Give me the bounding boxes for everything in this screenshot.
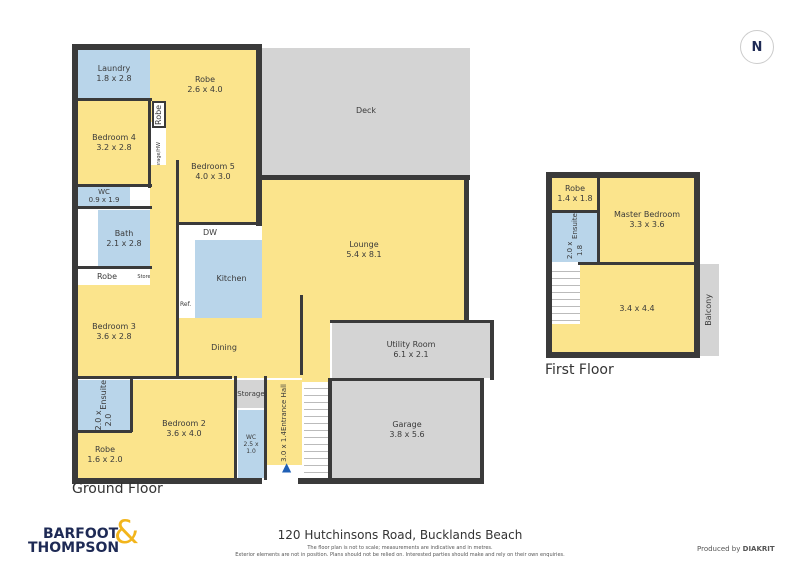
fridge-label: Ref. bbox=[180, 301, 192, 308]
wall bbox=[78, 430, 132, 433]
wall bbox=[330, 378, 484, 381]
wall bbox=[298, 478, 484, 484]
room-kitchen: Kitchen bbox=[195, 240, 268, 318]
wall bbox=[550, 210, 600, 213]
hallway bbox=[150, 165, 178, 378]
deck: Deck bbox=[262, 48, 470, 178]
wall bbox=[490, 320, 494, 380]
wall bbox=[72, 266, 152, 269]
landing bbox=[552, 324, 582, 353]
wall bbox=[578, 262, 696, 265]
wall bbox=[130, 378, 133, 432]
disclaimer: Exterior elements are not in position. P… bbox=[235, 552, 565, 558]
ground-floor-label: Ground Floor bbox=[72, 481, 163, 497]
wall bbox=[264, 376, 267, 480]
brand-logo: BARFOOT THOMPSON & bbox=[28, 513, 139, 556]
wall bbox=[464, 175, 469, 323]
dishwasher-label: DW bbox=[203, 228, 218, 237]
wall bbox=[256, 44, 262, 226]
room-bedroom-first: 3.4 x 4.4 bbox=[580, 265, 694, 353]
room-robe-small: Robe bbox=[152, 101, 166, 128]
wall bbox=[234, 376, 237, 480]
wall bbox=[72, 184, 152, 187]
entrance-arrow-icon: ▲ bbox=[282, 460, 292, 474]
wall bbox=[597, 176, 600, 264]
entry-passage bbox=[302, 320, 330, 382]
wall bbox=[72, 44, 262, 50]
room-store: Store bbox=[137, 268, 151, 285]
wall bbox=[300, 295, 303, 375]
wall bbox=[330, 320, 494, 323]
wall bbox=[480, 378, 484, 482]
wall bbox=[72, 98, 152, 101]
wall bbox=[328, 378, 332, 482]
producer-credit: Produced by DIAKRIT bbox=[697, 545, 775, 553]
wall bbox=[72, 376, 232, 379]
address-title: 120 Hutchinsons Road, Bucklands Beach bbox=[277, 528, 523, 542]
north-compass-icon: N bbox=[740, 30, 774, 64]
wall bbox=[72, 206, 152, 209]
wall bbox=[148, 98, 151, 188]
balcony: Balcony bbox=[699, 264, 719, 356]
wall bbox=[256, 175, 470, 180]
bathtub bbox=[78, 210, 98, 268]
wall bbox=[178, 222, 258, 225]
room-storage: Storage bbox=[236, 380, 266, 408]
stairs-first bbox=[552, 265, 580, 323]
wall bbox=[176, 160, 179, 378]
disclaimer: The floor plan is not to scale; measurem… bbox=[307, 545, 493, 551]
stairs bbox=[304, 382, 330, 478]
first-floor-label: First Floor bbox=[545, 362, 614, 378]
room-robe-row: Robe bbox=[78, 268, 136, 285]
